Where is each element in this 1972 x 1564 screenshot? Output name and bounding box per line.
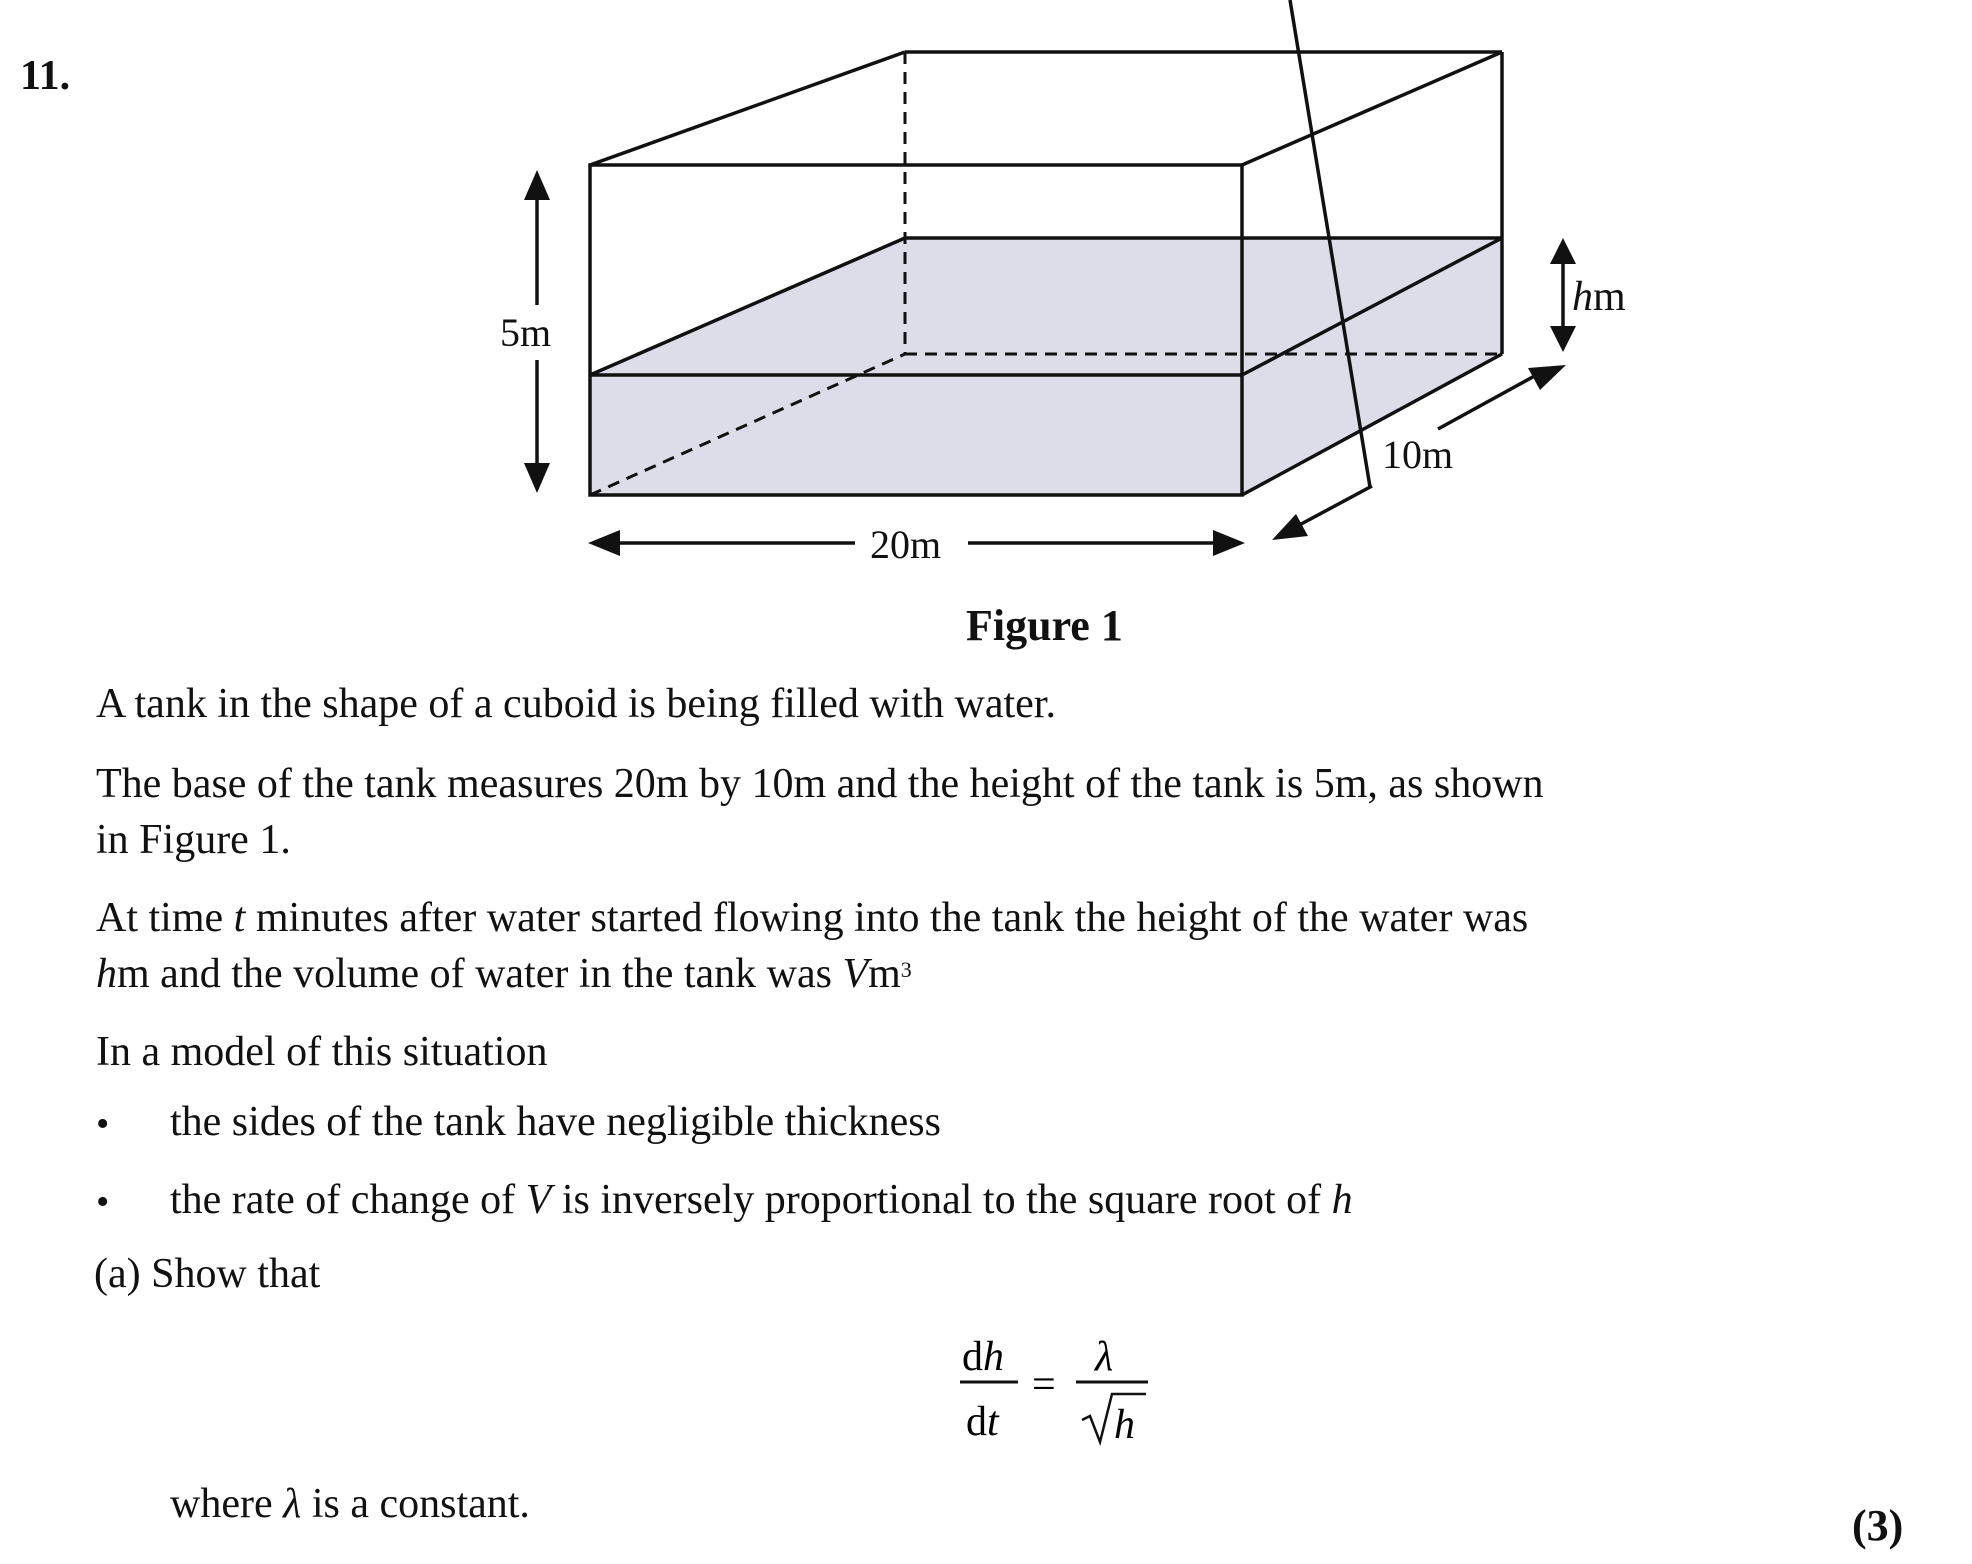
question-number: 11. [20,53,71,99]
equation: dh dt = λ h [960,1334,1148,1448]
water-front-face [590,375,1242,495]
hidden-edges [589,52,1502,497]
var-h: h [96,951,117,997]
paragraph-1: A tank in the shape of a cuboid is being… [96,681,1056,727]
where-clause: where λ is a constant. [170,1481,530,1527]
paragraph-2-line-1: The base of the tank measures 20m by 10m… [96,761,1544,807]
water-side-face [1242,238,1502,495]
part-a-label: (a) Show that [94,1251,321,1297]
water-surface [590,238,1502,375]
figure-caption: Figure 1 [966,601,1123,650]
water-height-unit: m [1593,274,1626,320]
var-t: t [233,895,246,941]
bullet-marker: • [96,1181,110,1223]
svg-text:=: = [1032,1362,1056,1408]
bullet-1: the sides of the tank have negligible th… [170,1099,941,1145]
svg-text:dh: dh [962,1334,1004,1380]
bullet-marker: • [96,1103,110,1145]
marks-label: (3) [1852,1501,1904,1550]
svg-text:dt: dt [966,1399,1000,1445]
lambda-symbol: λ [1093,1334,1113,1380]
width-label: 10m [1382,432,1453,477]
var-V: V [842,951,869,997]
paragraph-3-line-2: hm and the volume of water in the tank w… [96,951,912,997]
paragraph-2-line-2: in Figure 1. [96,817,291,863]
svg-text:h: h [1114,1402,1135,1448]
height-label: 5m [500,310,551,355]
paragraph-3-line-1: At time t minutes after water started fl… [96,895,1529,941]
width-arrow [1288,0,1541,532]
svg-text:hm: hm [1572,274,1626,320]
water-height-var: h [1572,274,1593,320]
cubed-exponent: 3 [900,957,912,982]
bullet-2: the rate of change of V is inversely pro… [170,1177,1353,1223]
length-label: 20m [870,522,941,567]
paragraph-4: In a model of this situation [96,1029,548,1075]
sqrt-sign [1081,1392,1146,1447]
tank-edges [588,50,1504,497]
